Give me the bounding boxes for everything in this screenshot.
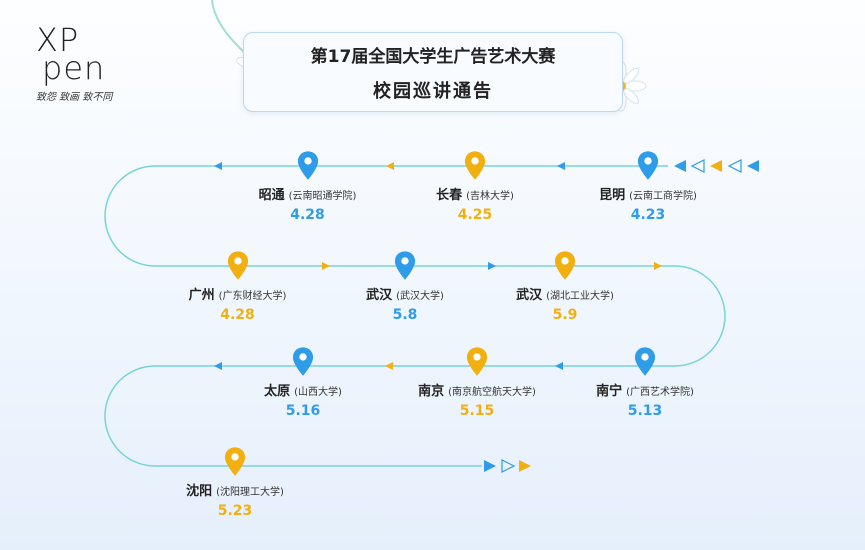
stop-date: 5.16 xyxy=(285,403,321,419)
logo-wordmark: XP pen xyxy=(36,24,126,87)
stop-school: (沈阳理工大学) xyxy=(216,487,284,498)
stop-city: 南宁 xyxy=(596,384,623,399)
location-pin-icon xyxy=(637,150,659,182)
location-pin-icon xyxy=(634,346,656,378)
stop-date: 5.13 xyxy=(627,403,663,419)
stop-kunming: 昆明(云南工商学院) 4.23 xyxy=(588,150,708,223)
stop-school: (武汉大学) xyxy=(396,291,444,302)
stop-school: (山西大学) xyxy=(294,387,342,398)
stop-guangzhou: 广州(广东财经大学) 4.28 xyxy=(175,250,300,323)
stop-date: 4.28 xyxy=(220,307,255,323)
route-segment xyxy=(104,165,726,467)
xppen-logo: XP pen 致怨 致画 致不同 xyxy=(36,24,126,103)
stop-date: 4.28 xyxy=(290,207,325,223)
stop-changchun: 长春(吉林大学) 4.25 xyxy=(420,150,530,223)
location-pin-icon xyxy=(394,250,416,282)
stop-wuhan-hbut: 武汉(湖北工业大学) 5.9 xyxy=(500,250,630,323)
logo-pen: pen xyxy=(42,49,106,87)
stop-date: 5.8 xyxy=(392,307,418,323)
stop-city: 昭通 xyxy=(258,188,285,203)
stop-school: (广西艺术学院) xyxy=(626,387,694,398)
stop-city: 沈阳 xyxy=(186,484,213,499)
stop-school: (云南昭通学院) xyxy=(288,191,357,202)
route-arrows xyxy=(214,162,662,370)
stop-date: 5.9 xyxy=(552,307,578,323)
stop-city: 广州 xyxy=(188,288,215,303)
stop-city: 太原 xyxy=(264,384,291,399)
location-pin-icon xyxy=(227,250,249,282)
location-pin-icon xyxy=(554,250,576,282)
location-pin-icon xyxy=(224,446,246,478)
title-competition: 第17届全国大学生广告艺术大赛 xyxy=(310,47,556,67)
stop-school: (湖北工业大学) xyxy=(546,291,614,302)
stop-city: 武汉 xyxy=(366,288,393,303)
stop-date: 5.15 xyxy=(459,403,495,419)
stop-nanjing: 南京(南京航空航天大学) 5.15 xyxy=(402,346,552,419)
stop-nanning: 南宁(广西艺术学院) 5.13 xyxy=(580,346,710,419)
stop-school: (广东财经大学) xyxy=(218,291,287,302)
location-pin-icon xyxy=(466,346,488,378)
stop-school: (南京航空航天大学) xyxy=(448,387,536,398)
start-arrows-icon xyxy=(674,159,759,173)
stop-city: 长春 xyxy=(436,188,463,203)
stop-city: 昆明 xyxy=(599,188,626,203)
end-arrows-icon xyxy=(484,459,531,473)
stop-date: 4.25 xyxy=(457,207,493,223)
stop-city: 武汉 xyxy=(516,288,543,303)
logo-xp: XP xyxy=(36,21,80,59)
stop-taiyuan: 太原(山西大学) 5.16 xyxy=(248,346,358,419)
stop-school: (云南工商学院) xyxy=(629,191,697,202)
stop-city: 南京 xyxy=(418,384,445,399)
title-card: 第17届全国大学生广告艺术大赛 校园巡讲通告 xyxy=(243,32,623,112)
location-pin-icon xyxy=(292,346,314,378)
stop-school: (吉林大学) xyxy=(466,191,514,202)
logo-tagline: 致怨 致画 致不同 xyxy=(36,92,113,103)
stop-date: 5.23 xyxy=(217,503,253,519)
stop-zhaotong: 昭通(云南昭通学院) 4.28 xyxy=(245,150,370,223)
location-pin-icon xyxy=(297,150,319,182)
stop-shenyang: 沈阳(沈阳理工大学) 5.23 xyxy=(165,446,305,519)
stop-date: 4.23 xyxy=(630,207,666,223)
stop-wuhan-whu: 武汉(武汉大学) 5.8 xyxy=(350,250,460,323)
location-pin-icon xyxy=(464,150,486,182)
title-tour: 校园巡讲通告 xyxy=(373,81,493,102)
